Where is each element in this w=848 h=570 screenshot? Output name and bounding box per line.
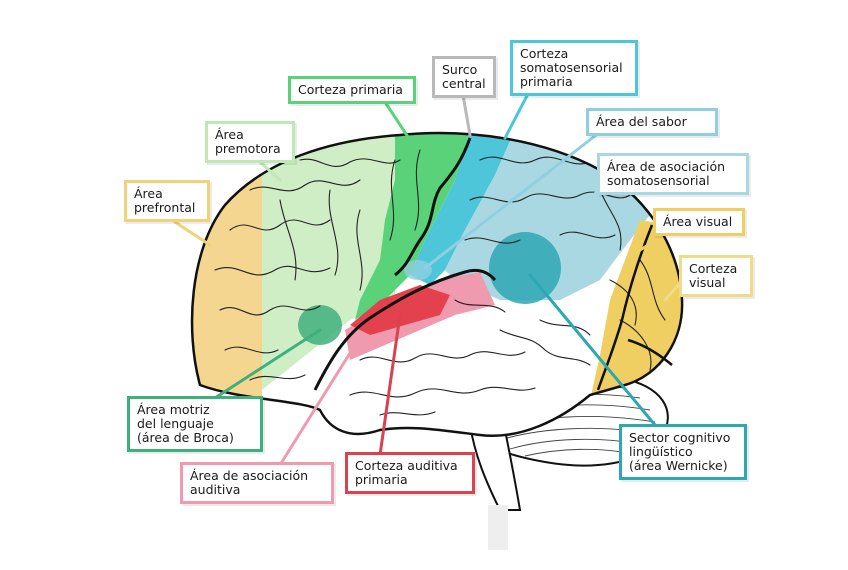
label-corteza-auditiva-primaria: Corteza auditiva primaria (345, 452, 475, 494)
label-area-asociacion-somatosensorial: Área de asociación somatosensorial (597, 153, 749, 195)
occipital-line (627, 338, 673, 366)
label-area-prefrontal: Área prefrontal (124, 180, 210, 222)
label-corteza-visual: Corteza visual (679, 255, 753, 297)
connector-lines (173, 88, 685, 467)
region-taste (404, 260, 432, 280)
label-area-visual: Área visual (653, 208, 745, 236)
region-wernicke (489, 232, 561, 304)
region-somatosensory-primary (410, 133, 515, 285)
label-area-premotora: Área premotora (205, 121, 295, 163)
central-sulcus (394, 137, 472, 277)
brainstem (468, 423, 522, 511)
lateral-sulcus (313, 268, 497, 391)
brain-border (190, 131, 684, 437)
region-prefrontal (192, 133, 262, 410)
region-auditory-primary (350, 285, 450, 335)
gyri-lines (214, 149, 666, 416)
label-corteza-somatosensorial-primaria: Corteza somatosensorial primaria (510, 40, 638, 96)
label-area-asociacion-auditiva: Área de asociación auditiva (180, 462, 334, 504)
parieto-occipital-sulcus (596, 224, 654, 391)
label-area-motriz-lenguaje: Área motriz del lenguaje (área de Broca) (127, 396, 263, 452)
label-area-del-sabor: Área del sabor (586, 108, 718, 136)
label-corteza-primaria: Corteza primaria (288, 76, 416, 104)
label-sector-cognitivo-linguistico: Sector cognitivo lingüístico (área Werni… (619, 424, 747, 480)
region-broca (298, 305, 342, 345)
label-surco-central: Surco central (432, 56, 496, 98)
region-premotor (262, 133, 395, 390)
stem-shadow (488, 505, 508, 550)
region-primary-motor (355, 133, 470, 320)
